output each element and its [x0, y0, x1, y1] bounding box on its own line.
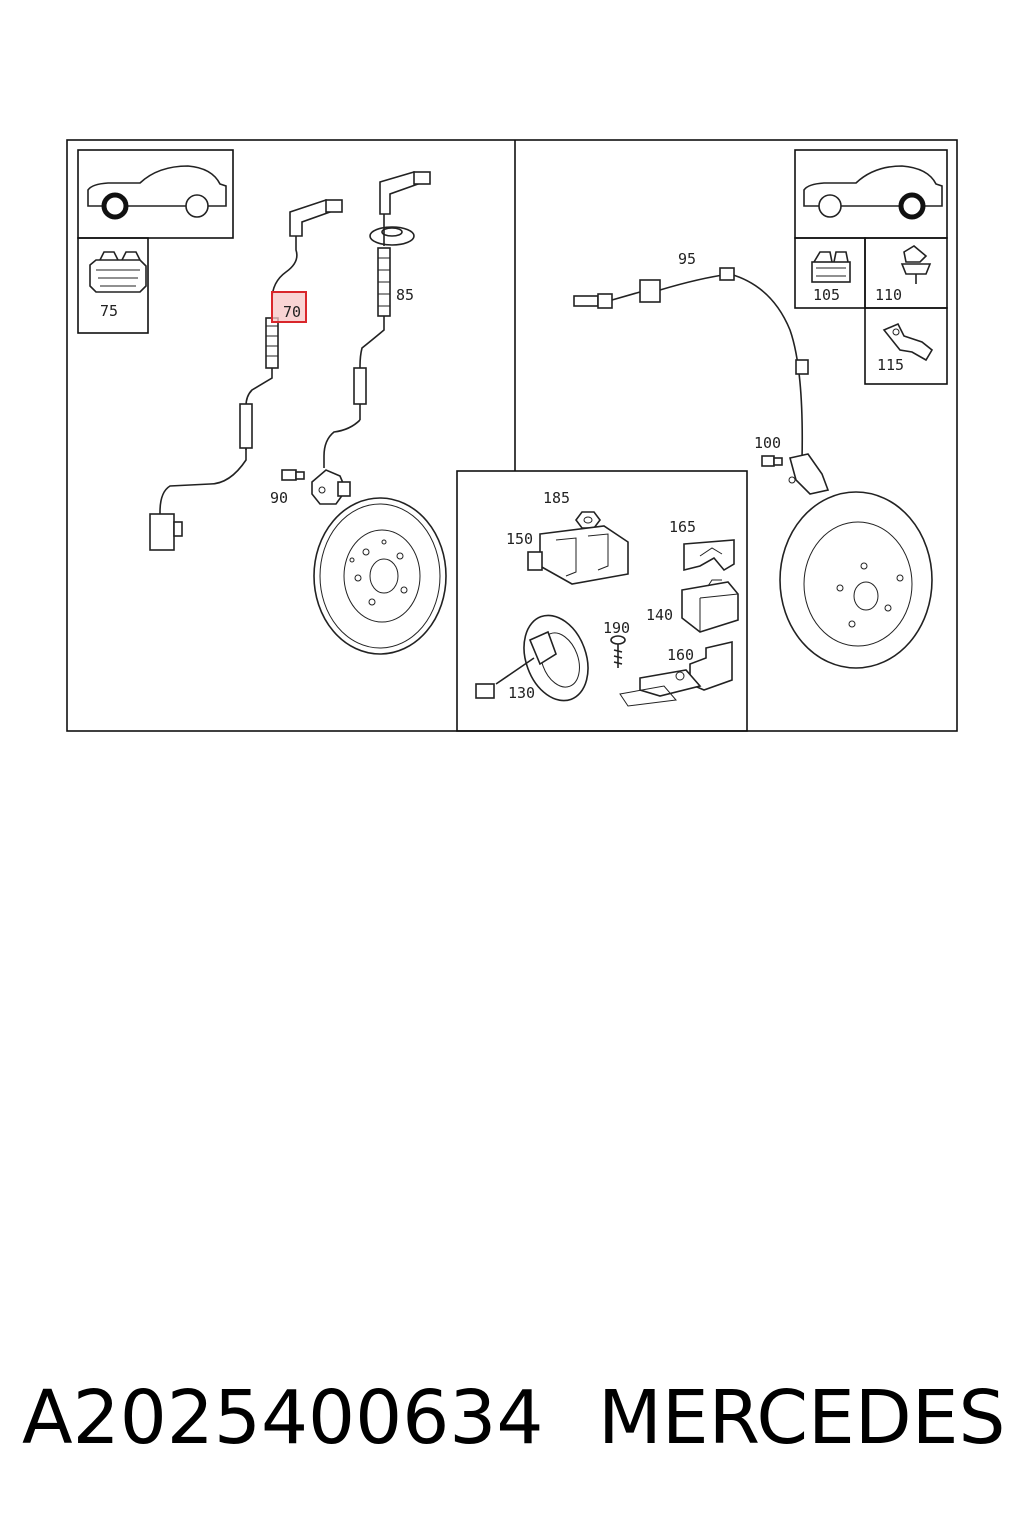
module-140 — [681, 579, 739, 633]
part-label-140[interactable]: 140 — [646, 606, 673, 624]
brand-name: MERCEDES — [598, 1375, 1006, 1461]
part-label-85[interactable]: 85 — [396, 286, 414, 304]
nut-185 — [575, 511, 601, 529]
part-label-90[interactable]: 90 — [270, 489, 288, 507]
part-label-190[interactable]: 190 — [603, 619, 630, 637]
bolt-100 — [761, 455, 783, 467]
car-front-wheel-icon — [77, 149, 234, 239]
parts-diagram: 75 70 85 90 — [66, 139, 958, 732]
part-75-box: 75 — [77, 237, 149, 334]
front-brake-disc — [313, 497, 447, 655]
wheel-speed-sensor-85 — [311, 171, 431, 505]
part-label-115[interactable]: 115 — [877, 356, 904, 374]
part-number: A2025400634 — [22, 1375, 544, 1461]
part-label-70[interactable]: 70 — [283, 303, 301, 321]
car-rear-wheel-icon — [794, 149, 948, 239]
part-label-160[interactable]: 160 — [667, 646, 694, 664]
part-105-box: 105 — [794, 237, 866, 309]
part-115-box: 115 — [864, 307, 948, 385]
part-label-130[interactable]: 130 — [508, 684, 535, 702]
part-label-110[interactable]: 110 — [875, 286, 902, 304]
part-label-100[interactable]: 100 — [754, 434, 781, 452]
part-110-box: 110 — [864, 237, 948, 309]
inset-panel — [456, 470, 748, 732]
tone-ring-130 — [475, 614, 589, 702]
cover-165 — [683, 539, 735, 572]
part-label-185[interactable]: 185 — [543, 489, 570, 507]
part-label-75[interactable]: 75 — [100, 302, 118, 320]
rear-brake-disc — [779, 491, 933, 669]
part-label-95[interactable]: 95 — [678, 250, 696, 268]
rear-wheel-speed-sensor-95 — [573, 267, 830, 495]
sensor-housing-150 — [527, 525, 629, 585]
part-label-105[interactable]: 105 — [813, 286, 840, 304]
footer: A2025400634 MERCEDES — [0, 1370, 1024, 1470]
part-label-150[interactable]: 150 — [506, 530, 533, 548]
part-label-165[interactable]: 165 — [669, 518, 696, 536]
bolt-90 — [281, 469, 305, 481]
bracket-160 — [619, 640, 733, 707]
wheel-speed-sensor-70 — [149, 198, 343, 551]
highlight-box-70 — [271, 291, 307, 323]
screw-190 — [610, 635, 626, 668]
